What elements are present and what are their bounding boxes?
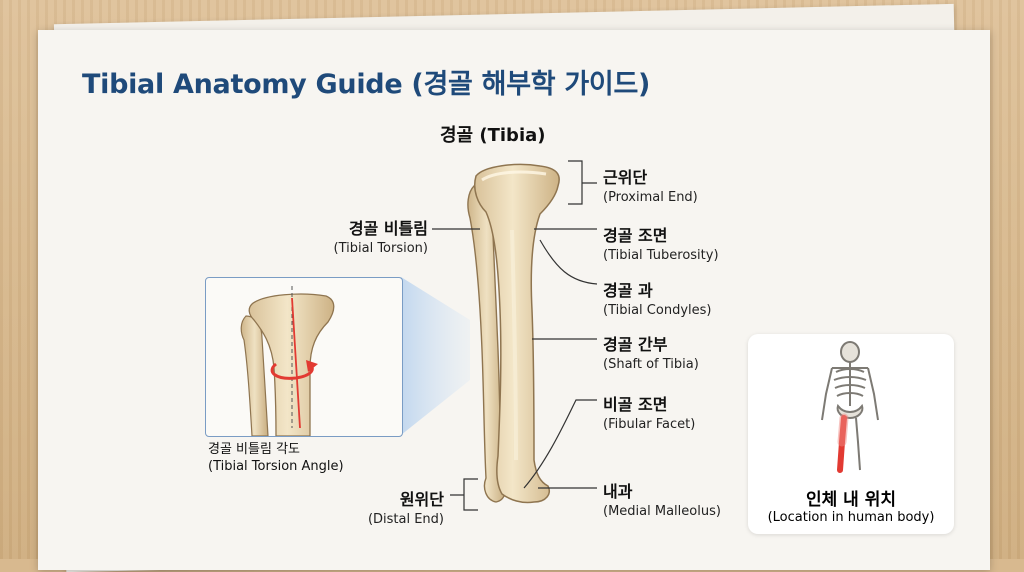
leader-fibular-facet xyxy=(523,399,597,489)
label-tibial-torsion: 경골 비틀림 (Tibial Torsion) xyxy=(333,219,428,256)
tibia-bone xyxy=(474,163,560,504)
label-tibial-tuberosity: 경골 조면 (Tibial Tuberosity) xyxy=(603,226,719,263)
label-proximal-end: 근위단 (Proximal End) xyxy=(603,168,698,205)
body-location-card: 인체 내 위치 (Location in human body) xyxy=(748,334,954,534)
rotation-arrow xyxy=(270,362,314,380)
label-fibular-facet: 비골 조면 (Fibular Facet) xyxy=(603,395,696,432)
skeleton-figure xyxy=(821,341,879,473)
body-location-title: 인체 내 위치 xyxy=(805,490,897,510)
inset-fibula xyxy=(240,315,269,436)
fibula-bone xyxy=(467,185,507,503)
bone-title: 경골 (Tibia) xyxy=(440,125,546,146)
tibia-illustration xyxy=(401,160,598,511)
zoom-wedge xyxy=(401,277,470,435)
label-tibial-condyles: 경골 과 (Tibial Condyles) xyxy=(603,281,712,318)
page-title: Tibial Anatomy Guide (경골 해부학 가이드) xyxy=(82,69,651,100)
torsion-axis-line xyxy=(291,297,301,429)
bracket-proximal xyxy=(568,160,597,205)
torsion-inset xyxy=(205,277,403,437)
bracket-distal xyxy=(450,478,478,511)
leader-condyles xyxy=(539,239,598,285)
label-distal-end: 원위단 (Distal End) xyxy=(367,490,444,527)
label-torsion-angle: 경골 비틀림 각도 (Tibial Torsion Angle) xyxy=(208,442,344,474)
label-shaft: 경골 간부 (Shaft of Tibia) xyxy=(603,335,699,372)
torsion-inset-illustration xyxy=(240,286,335,436)
body-location-subtitle: (Location in human body) xyxy=(767,510,935,525)
label-medial-malleolus: 내과 (Medial Malleolus) xyxy=(603,482,721,519)
